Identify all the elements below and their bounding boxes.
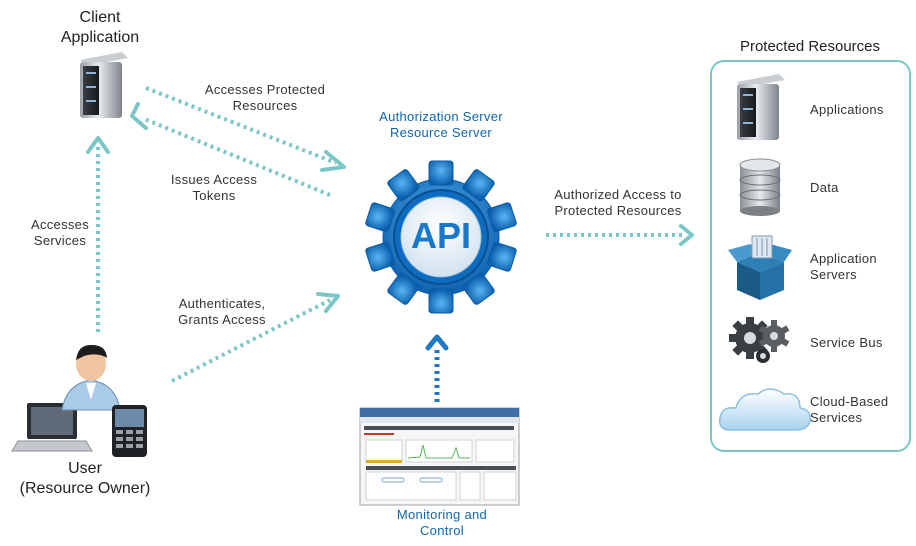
api-label: API xyxy=(410,215,471,256)
arrow-issues-tokens xyxy=(141,116,331,197)
edge-label-authorized-access: Authorized Access to Protected Resources xyxy=(554,187,682,218)
protected-resources-title: Protected Resources xyxy=(739,38,881,55)
edge-label-accesses-protected: Accesses Protected Resources xyxy=(204,82,326,113)
edge-label-authenticates: Authenticates, Grants Access xyxy=(178,296,266,327)
api-gear-icon xyxy=(365,160,517,314)
edge-label-accesses-services: Accesses Services xyxy=(30,217,90,248)
server-icon xyxy=(737,74,785,140)
box-icon xyxy=(728,235,792,300)
arrow-authenticates xyxy=(171,298,331,383)
edge-label-issues-tokens: Issues Access Tokens xyxy=(170,172,258,203)
resource-service-bus: Service Bus xyxy=(810,335,883,350)
resource-applications: Applications xyxy=(810,102,884,117)
resource-application-servers: Application Servers xyxy=(810,251,877,282)
server-title: Authorization Server Resource Server xyxy=(379,109,503,140)
resource-data: Data xyxy=(810,180,839,195)
client-server-icon xyxy=(80,52,128,118)
monitoring-title: Monitoring and Control xyxy=(396,507,488,538)
resource-cloud-services: Cloud-Based Services xyxy=(810,394,889,425)
monitoring-screenshot xyxy=(359,407,520,506)
protected-resources-panel xyxy=(710,60,911,452)
arrow-accesses-protected xyxy=(145,86,337,165)
database-icon xyxy=(739,158,781,216)
cloud-icon xyxy=(718,388,812,431)
user-icon xyxy=(11,344,147,457)
user-title: User (Resource Owner) xyxy=(19,460,151,497)
client-title: Client Application xyxy=(60,9,140,46)
